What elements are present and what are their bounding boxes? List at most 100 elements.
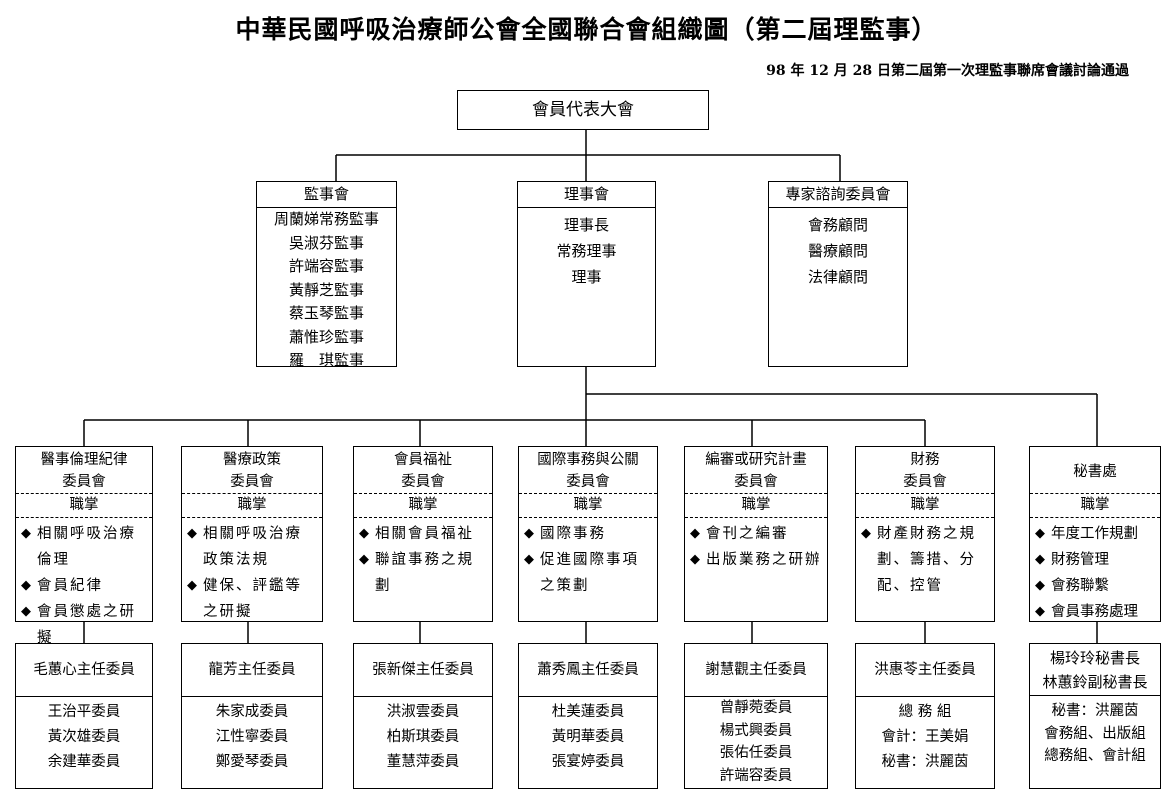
members-box: 龍芳主任委員 朱家成委員 江性寧委員 鄭愛琴委員 [181,643,323,789]
supervisor-item: 許端容監事 [288,257,364,275]
duty-item: ◆聯誼事務之規劃 [359,547,488,599]
supervisor-item: 吳淑芬監事 [288,233,364,252]
duty-label: 職掌 [1030,493,1160,518]
board-title: 理事會 [518,182,655,208]
member-name: 杜美蓮委員 [551,704,625,720]
supervisors-title: 監事會 [257,182,396,208]
duty-item: ◆會務聯繫 [1035,573,1156,599]
experts-title: 專家諮詢委員會 [769,182,907,208]
board-box: 理事會 理事長 常務理事 理事 [517,181,656,367]
members-box: 謝慧觀主任委員 曾靜菀委員 楊式興委員 張佑任委員 許端容委員 [684,643,828,789]
supervisor-item: 羅 琪監事 [288,351,364,369]
diamond-bullet-icon: ◆ [187,526,197,541]
committee-name: 醫事倫理紀律委員會 [40,452,128,490]
diamond-bullet-icon: ◆ [524,526,534,541]
general-assembly-box: 會員代表大會 [457,90,709,130]
chair-name: 毛蕙心主任委員 [16,644,152,697]
member-name: 秘書：洪麗茵 [1051,703,1139,719]
duty-label: 職掌 [182,493,322,518]
diamond-bullet-icon: ◆ [187,578,197,593]
duty-label: 職掌 [354,493,492,518]
diamond-bullet-icon: ◆ [359,552,369,567]
diamond-bullet-icon: ◆ [21,578,31,593]
members-box: 洪惠苓主任委員 總 務 組 會計：王美娟 秘書：洪麗茵 [855,643,995,789]
supervisors-box: 監事會 周蘭娣常務監事 吳淑芬監事 許端容監事 黃靜芝監事 蔡玉琴監事 蕭惟珍監… [256,181,397,369]
duty-item: ◆會員事務處理 [1035,599,1156,625]
diamond-bullet-icon: ◆ [861,526,871,541]
committee-name: 醫療政策委員會 [223,452,281,490]
member-name: 王治平委員 [47,704,121,720]
duty-label: 職掌 [685,493,827,518]
secretariat-members-box: 楊玲玲秘書長林蕙鈴副秘書長 秘書：洪麗茵 會務組、出版組 總務組、會計組 [1029,643,1161,789]
diamond-bullet-icon: ◆ [524,552,534,567]
member-name: 秘書：洪麗茵 [881,754,969,770]
board-item: 常務理事 [556,242,617,260]
diamond-bullet-icon: ◆ [690,526,700,541]
member-name: 曾靜菀委員 [719,700,793,716]
member-name: 董慧萍委員 [386,754,460,770]
committee-name: 會員福祉委員會 [394,452,452,490]
chair-name: 龍芳主任委員 [182,644,322,697]
committee-name: 編審或研究計畫委員會 [705,452,807,490]
duty-item: ◆健保、評鑑等之研擬 [187,573,318,625]
committee-box: 會員福祉委員會 職掌 ◆相關會員福祉 ◆聯誼事務之規劃 [353,446,493,622]
members-box: 毛蕙心主任委員 王治平委員 黃次雄委員 余建華委員 [15,643,153,789]
duty-item: ◆會員紀律 [21,573,148,599]
diamond-bullet-icon: ◆ [1035,526,1045,541]
duty-item: ◆相關會員福祉 [359,521,488,547]
duty-item: ◆出版業務之研辦 [690,547,823,573]
approval-note: 98 年 12 月 28 日第二屆第一次理監事聯席會議討論通過 [766,63,1129,79]
member-name: 張佑任委員 [719,745,793,761]
committee-name: 秘書處 [1073,464,1117,480]
committee-box: 醫事倫理紀律委員會 職掌 ◆相關呼吸治療倫理 ◆會員紀律 ◆會員懲處之研擬 [15,446,153,646]
diamond-bullet-icon: ◆ [21,526,31,541]
member-name: 黃明華委員 [551,729,625,745]
board-item: 理事長 [563,216,609,234]
experts-box: 專家諮詢委員會 會務顧問 醫療顧問 法律顧問 [768,181,908,367]
supervisor-item: 蔡玉琴監事 [288,304,364,322]
diamond-bullet-icon: ◆ [21,604,31,619]
secretariat-box: 秘書處 職掌 ◆年度工作規劃 ◆財務管理 ◆會務聯繫 ◆會員事務處理 [1029,446,1161,622]
expert-item: 會務顧問 [807,216,868,234]
member-name: 朱家成委員 [215,704,289,720]
member-name: 柏斯琪委員 [386,729,460,745]
member-name: 楊式興委員 [719,722,793,739]
duty-item: ◆國際事務 [524,521,653,547]
duty-item: ◆財產財務之規劃、籌措、分配、控管 [861,521,990,599]
member-name: 會計：王美娟 [881,729,969,745]
committee-name: 國際事務與公關委員會 [537,452,639,490]
member-name: 會務組、出版組 [1044,725,1146,742]
duty-item: ◆年度工作規劃 [1035,521,1156,547]
committee-box: 醫療政策委員會 職掌 ◆相關呼吸治療政策法規 ◆健保、評鑑等之研擬 [181,446,323,622]
member-name: 總務組、會計組 [1044,748,1146,764]
diamond-bullet-icon: ◆ [1035,552,1045,567]
duty-item: ◆財務管理 [1035,547,1156,573]
secretary-general: 楊玲玲秘書長林蕙鈴副秘書長 [1030,644,1160,696]
member-name: 余建華委員 [47,754,121,770]
committee-box: 財務委員會 職掌 ◆財產財務之規劃、籌措、分配、控管 [855,446,995,622]
diamond-bullet-icon: ◆ [1035,578,1045,593]
duty-item: ◆會員懲處之研擬 [21,599,148,651]
diamond-bullet-icon: ◆ [1035,604,1045,619]
committee-name: 財務委員會 [903,452,947,490]
chair-name: 張新傑主任委員 [354,644,492,697]
supervisor-item: 黃靜芝監事 [288,280,364,299]
duty-item: ◆會刊之編審 [690,521,823,547]
duty-item: ◆促進國際事項之策劃 [524,547,653,599]
supervisor-item: 蕭惟珍監事 [288,327,364,346]
duty-item: ◆相關呼吸治療倫理 [21,521,148,573]
member-name: 江性寧委員 [215,729,289,745]
chair-name: 謝慧觀主任委員 [685,644,827,697]
board-item: 理事 [571,268,602,286]
committee-box: 編審或研究計畫委員會 職掌 ◆會刊之編審 ◆出版業務之研辦 [684,446,828,622]
duty-label: 職掌 [519,493,657,518]
chair-name: 蕭秀鳳主任委員 [519,644,657,697]
supervisor-item: 周蘭娣常務監事 [273,210,379,228]
expert-item: 法律顧問 [807,268,868,286]
member-name: 張宴婷委員 [551,754,625,770]
members-box: 蕭秀鳳主任委員 杜美蓮委員 黃明華委員 張宴婷委員 [518,643,658,789]
duty-label: 職掌 [856,493,994,518]
chair-name: 洪惠苓主任委員 [856,644,994,697]
member-name: 黃次雄委員 [47,729,121,745]
